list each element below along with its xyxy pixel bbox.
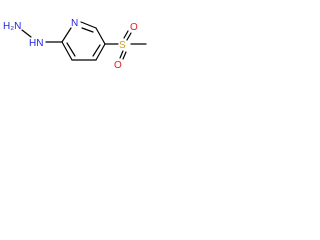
bond-c6-c5 (95, 27, 106, 45)
chemical-structure: H₂N HN N S O O (3, 18, 147, 71)
bond-n1-c6 (80, 21, 97, 29)
bond-s-o-top-1 (123, 30, 129, 39)
atom-label-oxygen-top: O (130, 22, 138, 33)
double-bond-inner-n1-c6 (81, 27, 94, 33)
double-bond-inner-c5-c4 (92, 44, 101, 57)
bond-lines (21, 21, 147, 61)
atom-label-ring-n: N (71, 18, 78, 29)
bond-nh2-nh (21, 29, 32, 38)
bond-s-o-bottom-2 (122, 51, 127, 60)
bond-c2-n1 (61, 27, 72, 43)
atom-label-oxygen-bottom: O (114, 60, 122, 71)
bond-c5-c4 (95, 43, 106, 61)
bond-c3-c2 (61, 41, 73, 61)
atom-label-nh2: H₂N (3, 21, 21, 32)
atom-label-sulfur: S (119, 40, 126, 51)
atom-labels: H₂N HN N S O O (3, 18, 138, 71)
atom-label-nh: HN (29, 38, 43, 49)
bond-s-o-bottom-1 (119, 50, 124, 59)
bond-s-o-top-2 (126, 32, 132, 41)
double-bond-inner-c3-c2 (66, 42, 76, 57)
